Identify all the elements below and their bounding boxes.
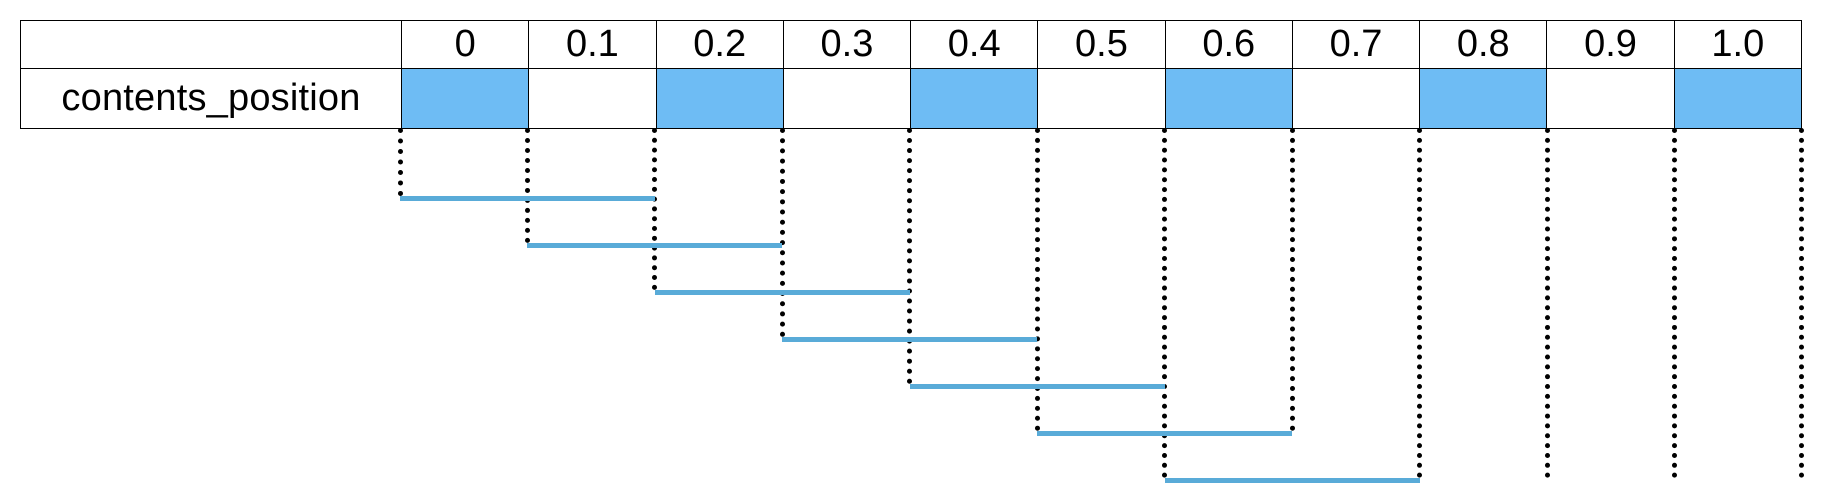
value-cell-8 (1419, 68, 1548, 129)
column-header-10: 1.0 (1673, 20, 1803, 69)
drop-line-5 (1034, 128, 1040, 431)
table-data-row: contents_position (20, 68, 1803, 129)
window-span-3 (782, 337, 1038, 342)
value-cell-9 (1546, 68, 1675, 129)
value-cell-0 (400, 68, 530, 129)
drop-line-4 (907, 128, 913, 384)
column-header-9: 0.9 (1546, 20, 1675, 69)
window-span-6 (1164, 478, 1420, 483)
corner-cell (20, 20, 402, 69)
drop-line-0 (397, 128, 403, 196)
drop-line-8 (1417, 128, 1423, 478)
drop-line-6 (1162, 128, 1168, 478)
contents-position-table: 0 0.1 0.2 0.3 0.4 0.5 0.6 0.7 0.8 0.9 1.… (20, 20, 1803, 129)
value-cell-3 (782, 68, 912, 129)
value-cell-7 (1291, 68, 1421, 129)
value-cell-4 (910, 68, 1039, 129)
value-cell-6 (1164, 68, 1293, 129)
column-header-5: 0.5 (1037, 20, 1166, 69)
value-cell-10 (1673, 68, 1803, 129)
column-header-3: 0.3 (782, 20, 912, 69)
column-header-4: 0.4 (910, 20, 1039, 69)
drop-line-1 (524, 128, 530, 243)
value-cell-2 (655, 68, 784, 129)
column-header-7: 0.7 (1291, 20, 1421, 69)
drop-line-2 (652, 128, 658, 290)
column-header-0: 0 (400, 20, 530, 69)
table-header-row: 0 0.1 0.2 0.3 0.4 0.5 0.6 0.7 0.8 0.9 1.… (20, 20, 1803, 69)
grid-table: 0 0.1 0.2 0.3 0.4 0.5 0.6 0.7 0.8 0.9 1.… (20, 20, 1803, 129)
column-header-6: 0.6 (1164, 20, 1293, 69)
drop-line-11 (1799, 128, 1805, 478)
window-span-2 (654, 290, 910, 295)
column-header-8: 0.8 (1419, 20, 1548, 69)
value-cell-5 (1037, 68, 1166, 129)
window-span-0 (400, 196, 655, 201)
window-span-4 (909, 384, 1165, 389)
column-header-1: 0.1 (528, 20, 657, 69)
window-span-5 (1037, 431, 1293, 436)
drop-line-7 (1289, 128, 1295, 431)
window-span-1 (527, 243, 783, 248)
drop-line-3 (779, 128, 785, 337)
row-label: contents_position (20, 68, 402, 129)
drop-line-9 (1544, 128, 1550, 478)
value-cell-1 (528, 68, 657, 129)
column-header-2: 0.2 (655, 20, 784, 69)
drop-line-10 (1672, 128, 1677, 478)
